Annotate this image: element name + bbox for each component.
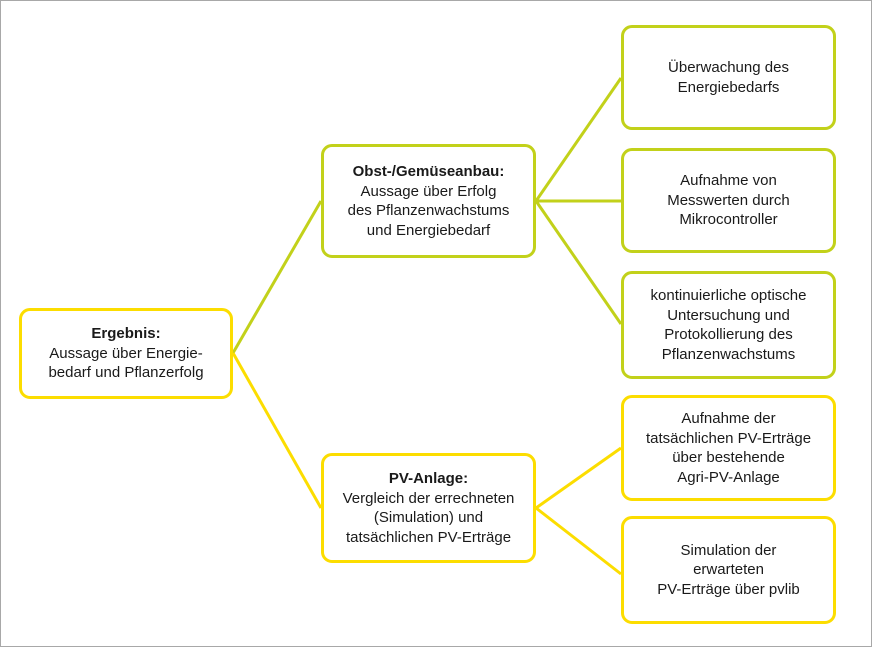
node-obst-gemueseanbau[interactable]: Obst-/Gemüseanbau: Aussage über Erfolg d… [321,144,536,258]
node-pv-anlage[interactable]: PV-Anlage: Vergleich der errechneten (Si… [321,453,536,563]
node-aufnahme-messwerte-line-2: Mikrocontroller [679,211,778,229]
node-aufnahme-ertraege-line-0: Aufnahme der [681,410,776,427]
node-simulation-line-1: erwarteten [693,561,764,579]
node-ueberwachung-energiebedarfs[interactable]: Überwachung des Energiebedarfs [621,25,836,130]
node-ueberwachung-line-0: Überwachung des [668,59,789,76]
node-simulation-line-2: PV-Erträge über pvlib [657,580,800,598]
node-ergebnis[interactable]: Ergebnis: Aussage über Energie- bedarf u… [19,308,233,399]
node-optische-line-0: kontinuierliche optische [650,287,807,304]
node-aufnahme-messwerte-line-0: Aufnahme von [680,172,777,190]
node-pv-line-0: Vergleich der errechneten [342,489,515,507]
node-obst-line-0: Aussage über Erfolg [360,182,497,200]
node-pv-title: PV-Anlage: [388,470,469,487]
node-aufnahme-ertraege-line-3: Agri-PV-Anlage [677,468,780,486]
connector-pv-to-aufnahme-ertraege [535,446,622,510]
node-pv-line-2: tatsächlichen PV-Erträge [345,528,512,546]
node-optische-line-3: Pflanzenwachstums [661,345,796,363]
connector-root-to-obst [231,200,323,354]
connector-obst-to-ueberwachung [534,77,623,202]
node-aufnahme-ertraege-line-2: über bestehende [672,449,785,466]
node-aufnahme-messwerte[interactable]: Aufnahme von Messwerten durch Mikrocontr… [621,148,836,253]
node-optische-untersuchung[interactable]: kontinuierliche optische Untersuchung un… [621,271,836,379]
connector-pv-to-simulation-pvlib [535,506,622,576]
node-simulation-line-0: Simulation der [680,541,777,559]
node-aufnahme-ertraege[interactable]: Aufnahme der tatsächlichen PV-Erträge üb… [621,395,836,501]
node-obst-line-2: und Energiebedarf [366,221,491,239]
node-ueberwachung-line-1: Energiebedarfs [677,78,780,96]
node-optische-line-2: Protokollierung des [664,326,793,343]
connector-root-to-pv [231,352,323,509]
node-obst-line-1: des Pflanzenwachstums [347,202,510,219]
node-aufnahme-ertraege-line-1: tatsächlichen PV-Erträge [645,429,812,447]
connector-obst-to-optische-untersuchung [534,200,623,325]
node-ergebnis-title: Ergebnis: [91,325,161,343]
node-ergebnis-line-0: Aussage über Energie- [49,344,203,362]
node-obst-title: Obst-/Gemüseanbau: [352,163,505,180]
node-optische-line-1: Untersuchung und [667,306,790,324]
node-simulation-pvlib[interactable]: Simulation der erwarteten PV-Erträge übe… [621,516,836,624]
node-pv-line-1: (Simulation) und [373,509,484,526]
node-aufnahme-messwerte-line-1: Messwerten durch [667,191,790,209]
node-ergebnis-line-1: bedarf und Pflanzerfolg [48,364,204,382]
